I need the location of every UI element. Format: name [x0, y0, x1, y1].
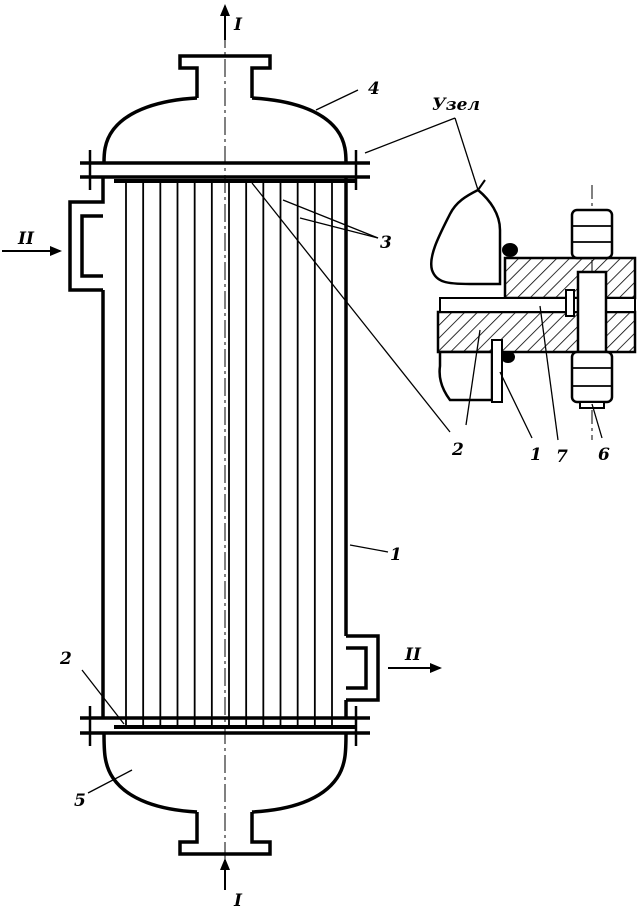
label-detail-1: 1 — [530, 445, 542, 465]
label-node: Узел — [432, 95, 480, 115]
leader-lines — [81, 89, 479, 794]
bottom-head — [80, 716, 370, 856]
top-flange-bolts — [88, 150, 358, 190]
bottom-flange-bolts — [88, 706, 358, 746]
flow-label-top: I — [233, 15, 243, 35]
label-part-4: 4 — [368, 79, 380, 99]
tube-bundle — [125, 183, 333, 725]
shell — [68, 177, 380, 718]
detail-view — [429, 179, 637, 440]
flow-label-left: II — [17, 229, 35, 249]
label-part-1: 1 — [390, 545, 402, 565]
detail-leaders — [465, 305, 603, 441]
label-detail-6: 6 — [598, 445, 610, 465]
label-detail-2: 2 — [451, 440, 464, 460]
label-detail-7: 7 — [556, 447, 568, 467]
flow-label-bottom: I — [233, 891, 243, 911]
top-head — [80, 54, 370, 179]
tube-sheets — [114, 179, 357, 729]
label-part-2-bottom: 2 — [59, 649, 72, 669]
label-part-3: 3 — [380, 233, 392, 253]
label-part-5: 5 — [74, 791, 86, 811]
flow-label-right: II — [404, 645, 422, 665]
